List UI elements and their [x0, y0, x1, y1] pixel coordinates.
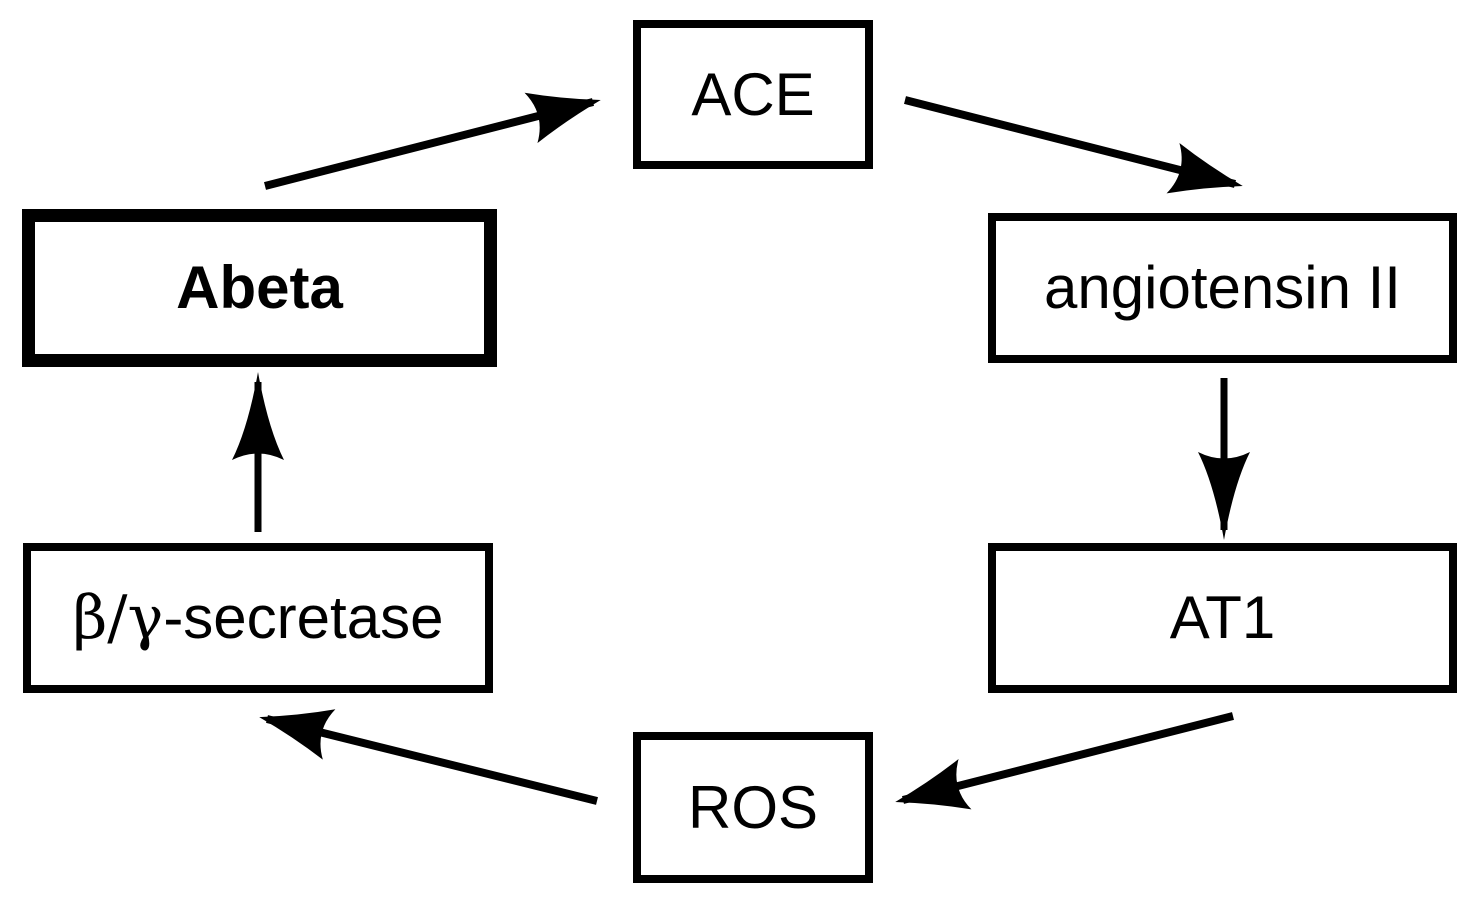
node-ace-label: ACE: [691, 60, 815, 128]
arrow-ace-to-angiotensin: [904, 96, 1243, 194]
node-at1-label: AT1: [1169, 584, 1276, 651]
arrow-abeta-to-ace: [264, 92, 601, 190]
node-abeta: Abeta: [22, 209, 497, 367]
node-secretase: β/γ-secretase: [23, 543, 493, 693]
node-ace: ACE: [633, 20, 873, 169]
node-abeta-label: Abeta: [176, 254, 343, 321]
node-secretase-label-rest: -secretase: [163, 584, 444, 651]
node-at1: AT1: [988, 543, 1457, 693]
node-secretase-label-greek: β/γ: [72, 583, 164, 653]
node-ros-label: ROS: [687, 773, 819, 841]
node-angiotensin-ii: angiotensin II: [988, 213, 1457, 363]
node-ros: ROS: [633, 732, 873, 883]
arrow-at1-to-ros: [895, 712, 1234, 810]
node-angiotensin-ii-label: angiotensin II: [1044, 254, 1401, 321]
node-secretase-label: β/γ-secretase: [73, 588, 444, 649]
arrow-ros-to-secretase: [259, 709, 598, 805]
